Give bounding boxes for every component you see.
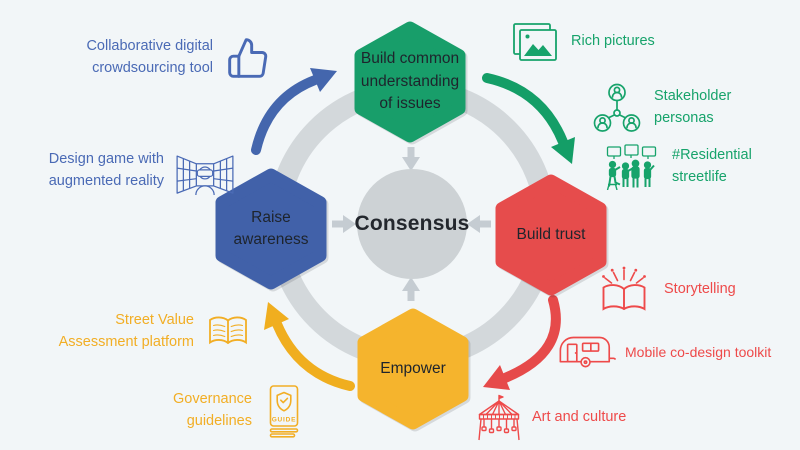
node-label: Raise awareness (233, 208, 309, 248)
annotation-mobile-codesign-toolkit: Mobile co-design toolkit (556, 332, 771, 373)
storytelling-book-icon (598, 266, 650, 314)
node-empower: Empower (357, 308, 469, 430)
annotation-residential-streetlife: #Residential streetlife (606, 144, 752, 190)
annotation-label: Collaborative digital crowdsourcing tool (86, 38, 213, 76)
consensus-circle: Consensus (354, 169, 470, 279)
annotation-label: Mobile co-design toolkit (625, 344, 772, 360)
node-label: Build common understanding of issues (360, 50, 460, 113)
thumbs-up-icon (225, 36, 271, 80)
caravan-icon (556, 332, 616, 373)
annotation-label: Art and culture (532, 409, 627, 426)
node-label: Empower (380, 359, 446, 377)
hexagon-shape (357, 308, 469, 430)
guide-book-icon: GUIDE (264, 384, 304, 438)
annotation-label: Governance guidelines (173, 391, 252, 429)
annotation-storytelling: Storytelling (598, 266, 736, 314)
open-book-icon (206, 313, 250, 351)
center-arrow-left (332, 215, 356, 233)
consensus-label: Consensus (354, 212, 470, 235)
arrow-raise-to-understand (251, 68, 337, 155)
stakeholder-personas-icon (592, 82, 642, 134)
ar-headset-icon (174, 146, 236, 196)
hexagon-shape (215, 168, 327, 290)
annotation-label: Storytelling (664, 281, 736, 298)
node-build-trust: Build trust (495, 174, 607, 296)
annotation-art-and-culture: Art and culture (476, 394, 626, 442)
annotation-label: Rich pictures (571, 33, 655, 50)
annotation-rich-pictures: Rich pictures (512, 22, 655, 62)
annotation-label: Stakeholder personas (654, 88, 732, 126)
arrow-empower-to-raise (264, 302, 355, 391)
annotation-street-value-platform: Street Value Assessment platform (58, 310, 250, 354)
hexagon-shape (495, 174, 607, 296)
annotation-governance-guidelines: Governance guidelines GUIDE (146, 384, 304, 438)
annotation-design-game-ar: Design game with augmented reality (36, 146, 236, 196)
annotation-collaborative-tool: Collaborative digital crowdsourcing tool (58, 36, 271, 80)
arrow-trust-to-empower (483, 295, 561, 390)
center-arrow-top (402, 147, 420, 171)
annotation-stakeholder-personas: Stakeholder personas (592, 82, 731, 134)
center-arrow-right (467, 215, 491, 233)
rich-pictures-icon (512, 22, 558, 62)
node-raise-awareness: Raise awareness (215, 168, 327, 290)
carousel-icon (476, 394, 522, 442)
node-label: Build trust (516, 225, 586, 243)
center-arrow-bottom (402, 277, 420, 301)
annotation-label: Street Value Assessment platform (58, 312, 194, 350)
guide-book-icon-text: GUIDE (272, 417, 297, 424)
node-build-common-understanding: Build common understanding of issues (354, 21, 466, 143)
streetlife-people-icon (606, 144, 662, 190)
hexagon-shape (354, 21, 466, 143)
annotation-label: Design game with augmented reality (48, 151, 164, 189)
annotation-label: #Residential streetlife (672, 147, 752, 185)
arrow-understand-to-trust (482, 73, 575, 164)
